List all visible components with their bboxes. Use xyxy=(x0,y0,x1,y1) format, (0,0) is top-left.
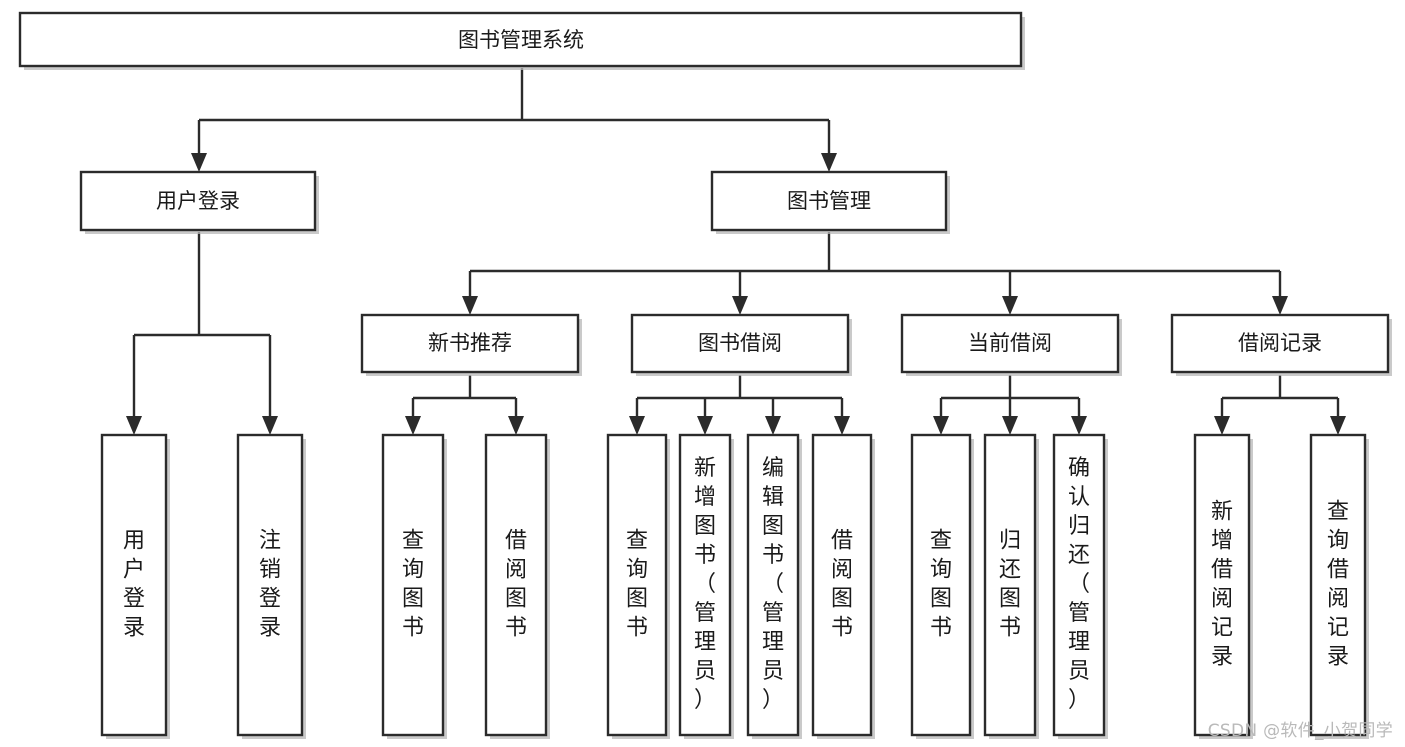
node-borrow-record[interactable]: 借阅记录 xyxy=(1170,313,1392,376)
node-book-borrow[interactable]: 图书借阅 xyxy=(630,313,852,376)
arrowhead-leaf-query-book-3 xyxy=(933,416,949,435)
arrowhead-leaf-confirm-return xyxy=(1071,416,1087,435)
leaf-query-record-box xyxy=(1309,433,1367,737)
node-leaf-query-book-3[interactable]: 查询图书 xyxy=(910,433,974,739)
leaf-user-login-label: 用户登录 xyxy=(123,529,145,641)
arrowhead-leaf-query-book-2 xyxy=(629,416,645,435)
node-leaf-borrow-book-1[interactable]: 借阅图书 xyxy=(484,433,550,739)
node-leaf-add-book[interactable]: 新增图书（管理员） xyxy=(678,433,734,739)
node-leaf-return-book[interactable]: 归还图书 xyxy=(983,433,1039,739)
arrowhead-borrow-record xyxy=(1272,296,1288,315)
arrowhead-leaf-add-record xyxy=(1214,416,1230,435)
arrowhead-leaf-user-login xyxy=(126,416,142,435)
leaf-add-book-label: 新增图书（管理员） xyxy=(694,456,716,713)
arrowhead-leaf-user-logout xyxy=(262,416,278,435)
node-leaf-user-logout[interactable]: 注销登录 xyxy=(236,433,306,739)
arrowhead-leaf-borrow-book-1 xyxy=(508,416,524,435)
user-login-box xyxy=(79,170,317,232)
leaf-return-book-box xyxy=(983,433,1037,737)
node-new-book-recommend[interactable]: 新书推荐 xyxy=(360,313,582,376)
arrowhead-leaf-query-record xyxy=(1330,416,1346,435)
arrowhead-leaf-borrow-book-2 xyxy=(834,416,850,435)
leaf-query-book-1-label: 查询图书 xyxy=(402,529,424,641)
leaf-borrow-book-2-label: 借阅图书 xyxy=(831,529,853,641)
new-book-recommend-box xyxy=(360,313,580,374)
root-label: 图书管理系统 xyxy=(458,28,584,52)
book-manage-box xyxy=(710,170,948,232)
node-book-manage[interactable]: 图书管理 xyxy=(710,170,950,234)
leaf-add-book-box xyxy=(678,433,732,737)
node-root[interactable]: 图书管理系统 xyxy=(18,11,1025,70)
node-leaf-add-record[interactable]: 新增借阅记录 xyxy=(1193,433,1253,739)
arrowhead-book-manage xyxy=(821,153,837,172)
leaf-user-logout-box xyxy=(236,433,304,737)
leaf-query-book-2-label: 查询图书 xyxy=(626,529,648,641)
root-box xyxy=(18,11,1023,68)
leaf-borrow-book-2-box xyxy=(811,433,873,737)
current-borrow-label: 当前借阅 xyxy=(968,331,1052,355)
leaf-add-record-box xyxy=(1193,433,1251,737)
node-leaf-query-record[interactable]: 查询借阅记录 xyxy=(1309,433,1369,739)
node-leaf-edit-book[interactable]: 编辑图书（管理员） xyxy=(746,433,802,739)
leaf-user-logout-label: 注销登录 xyxy=(259,529,281,641)
arrowhead-leaf-add-book xyxy=(697,416,713,435)
arrowhead-leaf-query-book-1 xyxy=(405,416,421,435)
csdn-watermark: CSDN @软件_小贺同学 xyxy=(1207,721,1393,741)
borrow-record-box xyxy=(1170,313,1390,374)
leaf-query-book-1-box xyxy=(381,433,445,737)
borrow-record-label: 借阅记录 xyxy=(1238,331,1322,355)
leaf-return-book-label: 归还图书 xyxy=(999,529,1021,641)
connector-layer xyxy=(126,68,1346,435)
node-leaf-borrow-book-2[interactable]: 借阅图书 xyxy=(811,433,875,739)
arrowhead-leaf-edit-book xyxy=(765,416,781,435)
leaf-borrow-book-1-box xyxy=(484,433,548,737)
node-leaf-confirm-return[interactable]: 确认归还（管理员） xyxy=(1052,433,1108,739)
leaf-user-login-box xyxy=(100,433,168,737)
leaf-query-book-3-box xyxy=(910,433,972,737)
leaf-confirm-return-label: 确认归还（管理员） xyxy=(1068,456,1090,713)
new-book-recommend-label: 新书推荐 xyxy=(428,331,512,355)
leaf-query-book-2-box xyxy=(606,433,668,737)
node-user-login[interactable]: 用户登录 xyxy=(79,170,319,234)
arrowhead-book-borrow xyxy=(732,296,748,315)
book-borrow-label: 图书借阅 xyxy=(698,331,782,355)
leaf-edit-book-box xyxy=(746,433,800,737)
arrowhead-new-book-recommend xyxy=(462,296,478,315)
node-leaf-query-book-1[interactable]: 查询图书 xyxy=(381,433,447,739)
node-leaf-query-book-2[interactable]: 查询图书 xyxy=(606,433,670,739)
leaf-edit-book-label: 编辑图书（管理员） xyxy=(762,456,784,713)
current-borrow-box xyxy=(900,313,1120,374)
leaf-layer: 用户登录 注销登录 查询图书 借阅图书 查询图书 新增图书（管理员） 编辑图书（管理员） 借阅… xyxy=(100,433,1369,739)
user-login-label: 用户登录 xyxy=(156,189,240,213)
arrowhead-user-login xyxy=(191,153,207,172)
leaf-borrow-book-1-label: 借阅图书 xyxy=(505,529,527,641)
leaf-query-book-3-label: 查询图书 xyxy=(930,529,952,641)
leaf-confirm-return-box xyxy=(1052,433,1106,737)
book-borrow-box xyxy=(630,313,850,374)
node-current-borrow[interactable]: 当前借阅 xyxy=(900,313,1122,376)
leaf-add-record-label: 新增借阅记录 xyxy=(1211,500,1233,670)
book-manage-label: 图书管理 xyxy=(787,189,871,213)
arrowhead-leaf-return-book xyxy=(1002,416,1018,435)
arrowhead-current-borrow xyxy=(1002,296,1018,315)
node-leaf-user-login[interactable]: 用户登录 xyxy=(100,433,170,739)
leaf-query-record-label: 查询借阅记录 xyxy=(1327,500,1349,670)
